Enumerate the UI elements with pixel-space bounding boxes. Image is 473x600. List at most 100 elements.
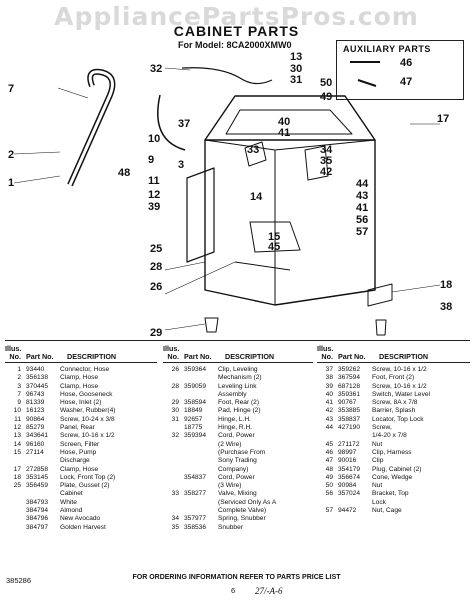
cell-part: 357977 — [184, 515, 207, 523]
callout-1: 1 — [8, 177, 14, 189]
callout-42: 42 — [320, 166, 332, 178]
model-subtitle: For Model: 8CA2000XMW0 — [178, 40, 292, 50]
cell-no: 12 — [13, 424, 21, 432]
cell-part: 18775 — [184, 424, 203, 432]
callout-47: 47 — [400, 76, 412, 88]
cell-desc: Clip — [372, 457, 384, 465]
cell-desc: Valve, Mixing — [218, 490, 257, 498]
callout-10: 10 — [148, 133, 160, 145]
cell-part: 272858 — [26, 465, 49, 473]
cell-part: 384793 — [26, 498, 49, 506]
power-cord — [181, 67, 273, 85]
cell-no: 41 — [325, 399, 333, 407]
cell-no: 38 — [325, 374, 333, 382]
cell-part: 356138 — [26, 374, 49, 382]
cell-part: 343641 — [26, 432, 49, 440]
cell-no: 10 — [13, 407, 21, 415]
callout-9: 9 — [148, 154, 154, 166]
cell-part: 96160 — [26, 440, 45, 448]
table-row: Lock — [317, 499, 470, 507]
table-header: Illus. No.Part No.DESCRIPTION — [5, 345, 157, 363]
auxiliary-parts-title: AUXILIARY PARTS — [343, 44, 431, 54]
callout-43: 43 — [356, 190, 368, 202]
cell-no: 3 — [17, 382, 21, 390]
header-part: Part No. — [338, 352, 366, 361]
rear-foot — [204, 317, 219, 333]
handwritten-note: 27/-A-6 — [255, 586, 283, 596]
cell-part: 354837 — [184, 473, 207, 481]
cell-desc: (2 Wire) — [218, 440, 242, 448]
header-illus: Illus. No. — [163, 344, 180, 361]
cell-desc: Company) — [218, 465, 249, 473]
cell-desc: Screw, 8A x 7/8 — [372, 399, 418, 407]
cell-part: 356459 — [26, 482, 49, 490]
front-top-lock — [367, 283, 393, 307]
cell-desc: Almond — [60, 507, 83, 515]
callout-3: 3 — [178, 159, 184, 171]
table-row: Mechanism (2) — [163, 374, 313, 382]
cell-no: 57 — [325, 507, 333, 515]
header-illus: Illus. No. — [5, 344, 22, 361]
table-row: Assembly — [163, 391, 313, 399]
header-part: Part No. — [184, 352, 212, 361]
cell-desc: Connector, Hose — [60, 366, 110, 373]
watermark: AppliancePartsPros.com — [54, 2, 419, 31]
cell-part: 94472 — [338, 507, 357, 515]
cell-desc: Cone, Wedge — [372, 473, 413, 481]
clip — [357, 79, 377, 87]
cell-desc: Switch, Water Level — [372, 390, 431, 398]
table-row: (3 Wire) — [163, 482, 313, 490]
cell-part: 354179 — [338, 465, 361, 473]
cell-desc: White — [60, 498, 77, 506]
cell-desc: Hose, Inlet (2) — [60, 399, 102, 407]
callout-34: 34 — [320, 144, 333, 156]
cell-part: 359361 — [338, 390, 361, 398]
cell-desc: Complete Valve) — [218, 507, 267, 515]
cell-desc: Locator, Top Lock — [372, 415, 424, 423]
callout-15: 15 — [268, 231, 280, 243]
page-title: CABINET PARTS — [173, 23, 300, 39]
cell-no: 17 — [13, 465, 21, 473]
cell-no: 34 — [171, 515, 179, 523]
cell-no: 35 — [171, 523, 179, 531]
table-row: Discharge — [5, 457, 157, 465]
cell-no: 32 — [171, 432, 179, 440]
cell-part: 18849 — [184, 407, 203, 415]
cell-desc: Hose, Gooseneck — [60, 390, 113, 398]
callout-31: 31 — [290, 74, 302, 86]
callout-13: 13 — [290, 51, 302, 63]
cell-no: 7 — [17, 390, 21, 398]
cabinet-front-left-edge — [204, 140, 276, 306]
cell-part: 358536 — [184, 523, 207, 531]
cell-desc: Panel, Rear — [60, 424, 95, 432]
inlet-hose — [157, 94, 186, 151]
document-number: 385286 — [6, 576, 32, 585]
cell-part: 357024 — [338, 490, 361, 498]
cell-part: 384796 — [26, 515, 49, 523]
callout-46: 46 — [400, 57, 412, 69]
cell-part: 356674 — [338, 473, 361, 481]
callout-57: 57 — [356, 226, 368, 238]
callout-12: 12 — [148, 189, 160, 201]
table-row: Sony Trading — [163, 457, 313, 465]
header-desc: DESCRIPTION — [67, 352, 117, 361]
callout-40: 40 — [278, 116, 290, 128]
cell-part: 359262 — [338, 366, 361, 373]
cabinet-front-right-edge — [274, 140, 376, 306]
